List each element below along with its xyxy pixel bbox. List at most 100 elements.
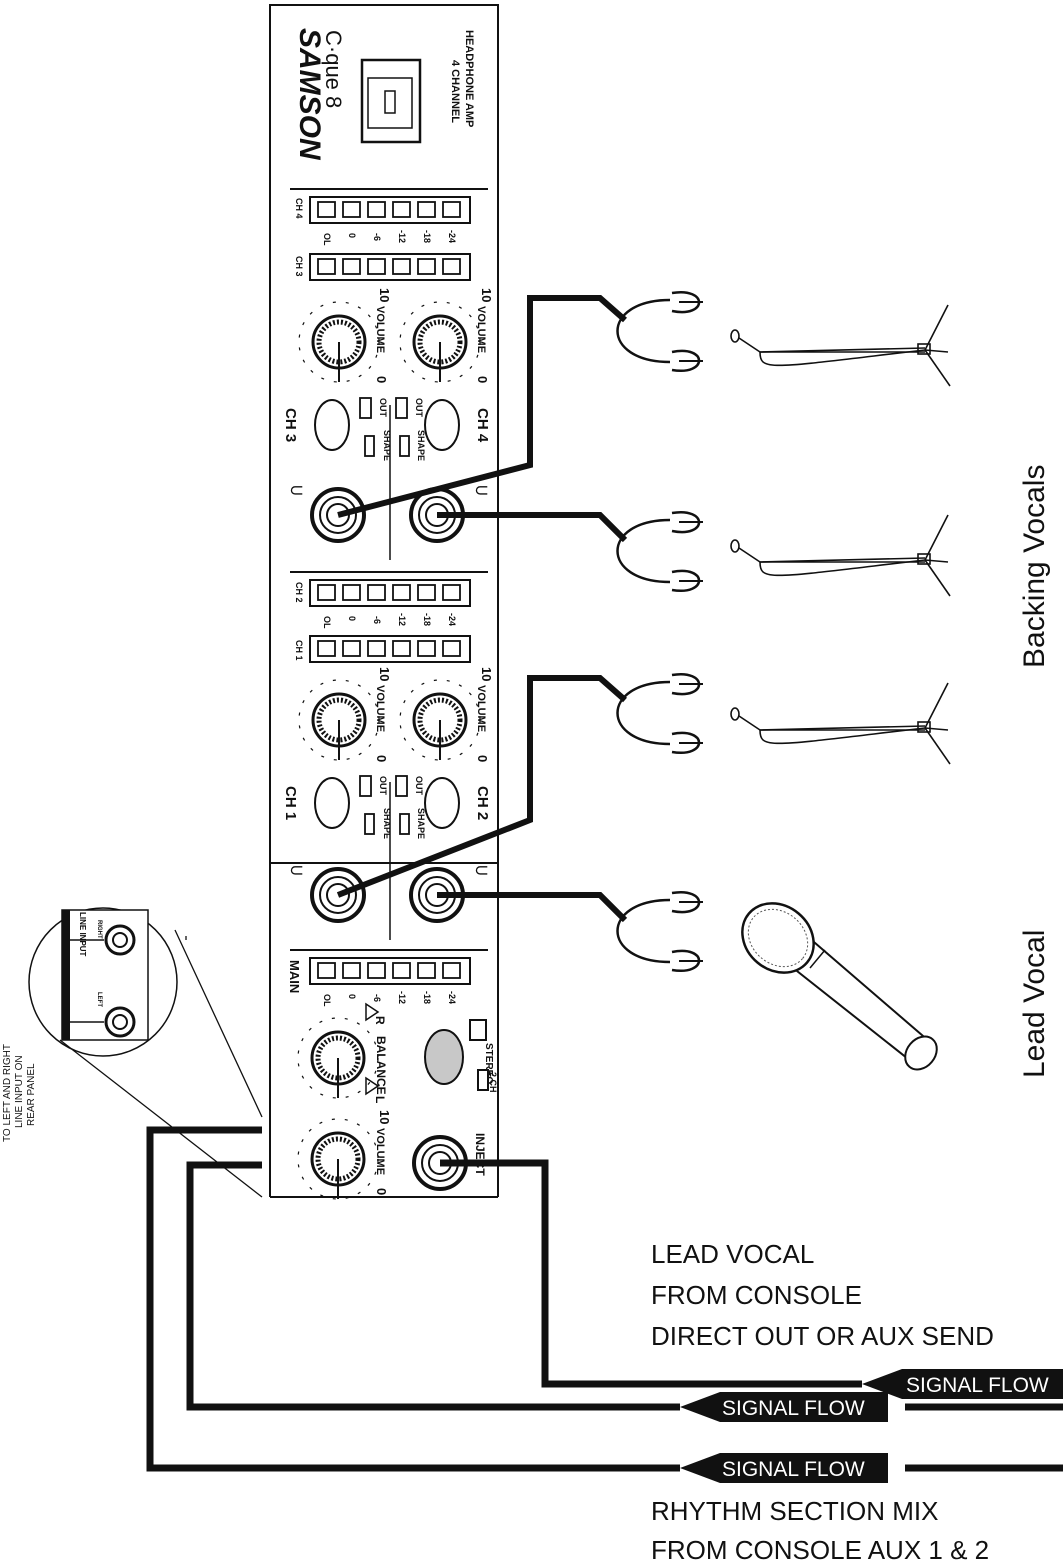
ch1-shape-button[interactable]	[314, 777, 350, 829]
left-input-label: LEFT	[96, 992, 102, 1007]
scale-18: -18	[422, 230, 432, 243]
signal-flow-arrow-lead: SIGNAL FLOW	[862, 1369, 1063, 1399]
scale-ol: OL	[322, 233, 332, 246]
headphone-icon: ⊂	[289, 860, 304, 880]
ch4-vol-max: 10	[479, 288, 494, 302]
ch2-out-toggle[interactable]	[395, 775, 408, 797]
meter-ch1	[309, 635, 471, 663]
ch1-shape-toggle[interactable]	[364, 813, 375, 835]
headphones-4	[616, 890, 703, 973]
scale-24: -24	[447, 230, 457, 243]
ch3-vol-max: 10	[377, 288, 392, 302]
ch2-vol-min: 0	[475, 755, 490, 762]
rhythm-source-line-1: RHYTHM SECTION MIX	[651, 1496, 938, 1526]
balance-label: BALANCE	[374, 1036, 388, 1095]
headphone-icon: ⊂	[474, 480, 489, 500]
scale-24: -24	[447, 991, 457, 1004]
rear-caption-line-2: LINE INPUT ON	[14, 1055, 25, 1128]
headphones-1	[616, 290, 703, 373]
inject-label: INJECT	[473, 1133, 487, 1176]
ch1-vol-min: 0	[374, 755, 389, 762]
lead-source-line-3: DIRECT OUT OR AUX SEND	[651, 1321, 994, 1351]
ch2-shape-toggle[interactable]	[399, 813, 410, 835]
ch3-vol-min: 0	[374, 376, 389, 383]
scale-12: -12	[397, 613, 407, 626]
main-volume-knob[interactable]	[297, 1118, 379, 1200]
ch2-shape-button[interactable]	[424, 777, 460, 829]
scale-12: -12	[397, 230, 407, 243]
headphone-icon: ⊂	[474, 860, 489, 880]
ch1-volume-label: VOLUME	[374, 685, 386, 732]
ch4-shape-button[interactable]	[424, 399, 460, 451]
scale-ol: OL	[322, 994, 332, 1007]
scale-0: 0	[347, 616, 357, 621]
main-vol-max: 10	[377, 1110, 392, 1124]
scale-12: -12	[397, 991, 407, 1004]
ch4-meter-label: CH 4	[294, 198, 304, 219]
ch4-out-toggle[interactable]	[395, 397, 408, 419]
ch3-out-label: OUT	[378, 398, 388, 418]
main-section-panel: ⊂ ⊂ MAIN OL 0 -6 -12 -18 -24	[269, 860, 499, 1200]
main-volume-label: VOLUME	[374, 1128, 386, 1175]
main-vol-min: 0	[374, 1188, 389, 1195]
lead-source-line-1: LEAD VOCAL	[651, 1239, 814, 1269]
ch1-out-toggle[interactable]	[359, 775, 372, 797]
ch3-out-toggle[interactable]	[359, 397, 372, 419]
scale-18: -18	[422, 613, 432, 626]
ch4-out-label: OUT	[414, 398, 424, 418]
balance-knob[interactable]	[297, 1017, 379, 1099]
ch1-meter-label: CH 1	[294, 640, 304, 661]
ch3-volume-knob[interactable]	[298, 301, 380, 383]
lead-source-line-2: FROM CONSOLE	[651, 1280, 862, 1310]
mic-stand-2	[730, 514, 951, 597]
lead-vocal-label: Lead Vocal	[1018, 930, 1051, 1078]
ch1-shape-label: SHAPE	[382, 808, 392, 839]
ch3-shape-toggle[interactable]	[364, 435, 375, 457]
left-line-input-jack[interactable]	[104, 1006, 136, 1038]
signal-flow-label: SIGNAL FLOW	[722, 1397, 865, 1420]
ch1-volume-knob[interactable]	[298, 679, 380, 761]
balance-l-label: L	[373, 1096, 387, 1103]
ch2-vol-max: 10	[479, 667, 494, 681]
scale-6: -6	[372, 616, 382, 624]
ch2-volume-knob[interactable]	[399, 679, 481, 761]
mic-stand-3	[730, 682, 951, 765]
meter-ch3	[309, 253, 471, 281]
main-label: MAIN	[287, 960, 302, 993]
right-line-input-jack[interactable]	[104, 924, 136, 956]
mic-stand-1	[730, 304, 951, 387]
meter-ch2	[309, 579, 471, 607]
stereo-toggle[interactable]	[469, 1019, 487, 1041]
scale-ol: OL	[322, 616, 332, 629]
signal-flow-label: SIGNAL FLOW	[722, 1458, 865, 1481]
model-name: C·que 8	[321, 30, 346, 108]
ch2-meter-label: CH 2	[294, 582, 304, 603]
ch4-shape-toggle[interactable]	[399, 435, 410, 457]
ch2-label: CH 2	[474, 786, 491, 820]
2ch-toggle[interactable]	[477, 1069, 489, 1091]
ch3-shape-button[interactable]	[314, 399, 350, 451]
balance-r-label: R	[373, 1016, 387, 1025]
right-input-label: RIGHT	[96, 920, 102, 939]
mode-button[interactable]	[424, 1029, 464, 1085]
ch2-volume-label: VOLUME	[475, 685, 487, 732]
signal-flow-arrow-rhythm-2: SIGNAL FLOW	[680, 1453, 888, 1483]
headphone-cables	[336, 295, 628, 923]
rhythm-source-line-2: FROM CONSOLE AUX 1 & 2	[651, 1535, 989, 1565]
ch1-vol-max: 10	[377, 667, 392, 681]
ch2-shape-label: SHAPE	[416, 808, 426, 839]
brand-logo: SAMSON	[293, 28, 326, 161]
stereo-label: STEREO	[483, 1043, 494, 1084]
ch4-volume-knob[interactable]	[399, 301, 481, 383]
rear-caption-line-3: REAR PANEL	[26, 1063, 37, 1126]
2ch-label: 2 CH	[488, 1072, 498, 1093]
ch4-vol-min: 0	[475, 376, 490, 383]
ch4-shape-label: SHAPE	[416, 430, 426, 461]
headphones-3	[616, 672, 703, 755]
backing-vocals-label: Backing Vocals	[1018, 465, 1051, 668]
headphone-amp-panel: SAMSON C·que 8 4 CHANNEL HEADPHONE AMP C…	[269, 4, 499, 864]
scale-24: -24	[447, 613, 457, 626]
ch3-meter-label: CH 3	[294, 256, 304, 277]
ch3-shape-label: SHAPE	[382, 430, 392, 461]
subtitle-line-1: 4 CHANNEL	[449, 60, 461, 123]
